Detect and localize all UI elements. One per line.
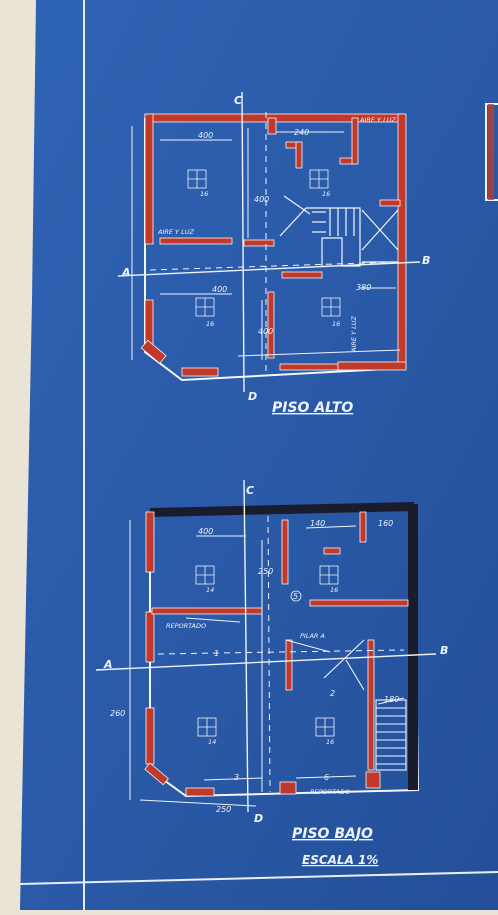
lower-mark-2: 16 — [330, 586, 338, 594]
upper-mark-2: 16 — [322, 190, 330, 198]
blueprint-paper — [20, 0, 498, 910]
lower-section-b: B — [440, 644, 448, 657]
lower-room-5: 5 — [293, 592, 298, 601]
lower-dark-walls — [149, 502, 418, 790]
adjacent-plan-wall — [488, 104, 494, 200]
lower-note-2: PILAR A — [300, 632, 325, 640]
lower-dim-5: 180 — [384, 695, 399, 704]
upper-ceiling-marks — [187, 169, 341, 317]
upper-mark-1: 16 — [200, 190, 208, 198]
upper-mark-4: 16 — [332, 320, 340, 328]
lower-section-c: C — [246, 484, 254, 497]
lower-note-3: REPORTADO — [310, 788, 350, 796]
lower-room-1: 1 — [214, 649, 219, 658]
upper-dim-1: 400 — [198, 131, 213, 140]
upper-dim-6: 380 — [356, 283, 371, 292]
lower-walls — [144, 511, 409, 797]
lower-room-6: 6 — [324, 773, 329, 782]
lower-room-2: 2 — [330, 689, 335, 698]
upper-stair — [279, 195, 399, 267]
lower-section-axes — [95, 479, 437, 813]
lower-note-1: REPORTADO — [166, 622, 206, 630]
upper-section-c: C — [234, 94, 242, 107]
upper-dashed-axes — [149, 112, 397, 376]
upper-note-1: AIRE Y LUZ — [359, 116, 396, 124]
upper-section-b: B — [422, 254, 430, 267]
upper-dimension-lines — [131, 126, 401, 360]
lower-mark-1: 14 — [206, 586, 214, 594]
lower-dim-3: 140 — [310, 519, 325, 528]
upper-dim-2: 240 — [294, 128, 309, 137]
upper-dim-5: 400 — [258, 327, 273, 336]
lower-dimension-lines — [129, 520, 405, 807]
lower-dim-6: 260 — [110, 709, 125, 718]
lower-room-3: 3 — [234, 773, 239, 782]
sheet-bottom-line — [19, 871, 498, 885]
upper-dim-3: 400 — [254, 195, 269, 204]
lower-mark-3: 14 — [208, 738, 216, 746]
upper-note-3: AIRE Y LUZ — [350, 316, 358, 353]
lower-plan-title: PISO BAJO — [292, 826, 373, 842]
upper-section-a: A — [121, 266, 131, 279]
lower-stair — [323, 639, 407, 771]
upper-floor-plan: C D A B PISO ALTO 400 240 400 400 400 38… — [117, 91, 430, 416]
upper-plan-title: PISO ALTO — [272, 400, 353, 416]
upper-note-2: AIRE Y LUZ — [157, 228, 194, 236]
upper-walls — [140, 113, 407, 377]
upper-section-axes — [117, 91, 421, 393]
lower-dim-1: 400 — [198, 527, 213, 536]
lower-mark-4: 16 — [326, 738, 334, 746]
upper-section-d: D — [248, 390, 257, 403]
lower-ceiling-marks — [195, 565, 339, 737]
lower-floor-plan: C D A B PISO BAJO ESCALA 1% 400 250 140 … — [95, 479, 448, 867]
lower-plan-scale: ESCALA 1% — [302, 853, 378, 867]
lower-section-d: D — [254, 812, 263, 825]
lower-dashed-axes — [157, 515, 405, 793]
lower-dim-4: 160 — [378, 519, 393, 528]
lower-dim-2: 250 — [258, 567, 273, 576]
lower-section-a: A — [103, 658, 113, 671]
lower-dim-7: 250 — [216, 805, 231, 814]
upper-dim-4: 400 — [212, 285, 227, 294]
upper-mark-3: 16 — [206, 320, 214, 328]
